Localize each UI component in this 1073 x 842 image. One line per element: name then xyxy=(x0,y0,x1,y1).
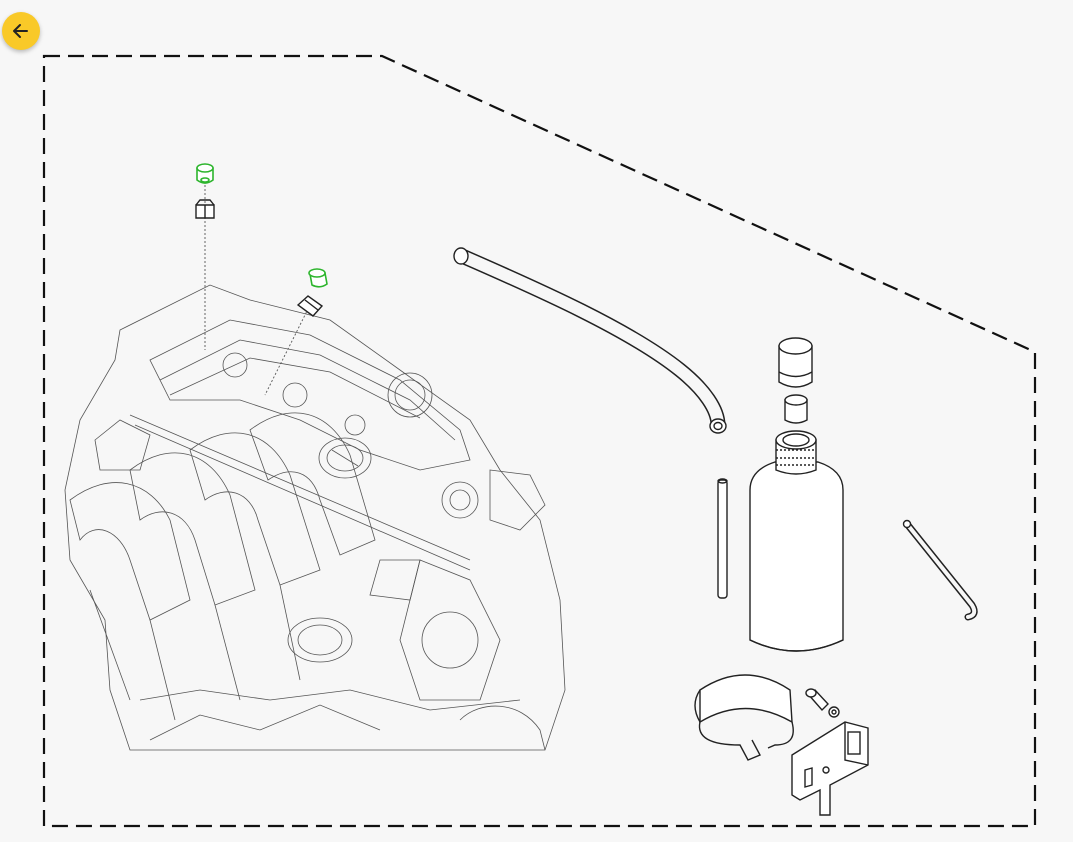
kit-outline xyxy=(42,54,1037,828)
strap-clamp xyxy=(694,674,794,761)
black-fitting-1 xyxy=(195,199,215,219)
bottle-cap xyxy=(778,337,813,388)
bottle-adapter xyxy=(784,394,808,424)
arrow-left-icon xyxy=(11,21,31,41)
short-tube xyxy=(717,478,728,599)
green-cap-2 xyxy=(308,268,328,288)
washer xyxy=(828,706,840,718)
small-hose xyxy=(902,519,978,621)
green-cap-1 xyxy=(196,163,214,184)
black-fitting-2 xyxy=(296,295,324,317)
guide-line-2 xyxy=(264,304,311,396)
back-button[interactable] xyxy=(2,12,40,50)
reservoir-bottle xyxy=(749,430,844,652)
engine-block xyxy=(64,284,566,751)
mounting-bracket xyxy=(791,721,869,816)
bolt xyxy=(805,688,829,712)
long-hose xyxy=(453,247,727,434)
